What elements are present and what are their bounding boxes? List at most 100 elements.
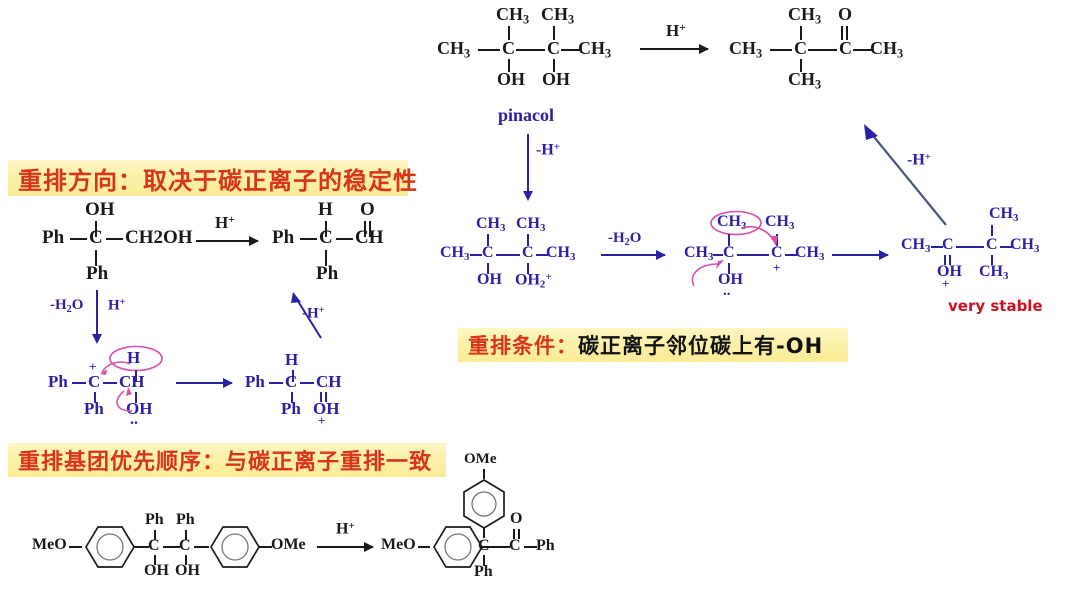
- banner-3-text-tail: 与碳正离子重排一致: [225, 450, 433, 475]
- bond-left-product-r: [336, 238, 353, 240]
- banner-rearrangement-priority: 重排基团优先顺序：与碳正离子重排一致: [8, 443, 446, 477]
- left-reactant-right-group: CH2OH: [125, 228, 193, 247]
- bond-int1-l: [72, 382, 86, 384]
- m3-center-right-c: C: [986, 236, 998, 253]
- bond-int2-co-b: [325, 392, 327, 402]
- bond-m1-r: [536, 254, 548, 256]
- bond-int1-r: [103, 382, 117, 384]
- bond-m3-l: [931, 246, 943, 248]
- banner-3-text: 重排基团优先顺序：: [18, 450, 226, 475]
- pink-arrow-h-shift-icon: [100, 361, 131, 375]
- banner-rearrangement-direction: 重排方向：取决于碳正离子的稳定性: [8, 160, 417, 196]
- bottom-product-meo: MeO: [381, 536, 416, 553]
- bond-m2-cc: [737, 254, 769, 256]
- bottom-product-carbonyl: C: [509, 537, 521, 554]
- bottom-reactant-bottom-left-oh: OH: [144, 562, 169, 579]
- left-product-center: C: [319, 227, 333, 248]
- left-reactant-left-group: Ph: [42, 227, 65, 248]
- bond-m3-cc: [956, 246, 984, 248]
- left-product-top-h: H: [318, 199, 333, 220]
- intermediate1-center-left: C: [88, 372, 101, 391]
- intermediate1-circled-h: H: [127, 348, 141, 367]
- mechanism-up-arrow: [864, 124, 947, 226]
- m3-oh-charge: +: [942, 276, 950, 291]
- intermediate1-bottom-left: Ph: [84, 399, 104, 418]
- bond-left-product-l: [300, 238, 317, 240]
- left-product-left-group: Ph: [272, 227, 295, 248]
- bond-pcl-bl: [800, 59, 802, 72]
- pinacol-bottom-right-oh: OH: [542, 69, 571, 89]
- bond-left-reactant-down: [95, 250, 97, 266]
- bond-pin-l: [478, 49, 500, 51]
- bond-int2-ph: [291, 392, 293, 403]
- m2-bottom-oh: OH: [718, 271, 743, 288]
- m2-center-left-c: C: [723, 244, 735, 261]
- bottom-reactant-ome: OMe: [271, 536, 306, 553]
- pinacolone-right-ch3: CH3: [870, 38, 904, 61]
- m1-bottom-left-oh: OH: [477, 271, 502, 288]
- pinacol-name-label: pinacol: [498, 105, 555, 125]
- m3-bottom-ch3: CH3: [979, 263, 1009, 283]
- bond-m2-tl: [728, 234, 730, 246]
- bond-int1-h: [135, 370, 137, 382]
- bottom-product-bottom-ph: Ph: [474, 563, 493, 580]
- bond-bp-c-ph: [524, 546, 537, 548]
- pinacol-reaction-arrow: [640, 44, 709, 54]
- left-product-right-group: CH: [355, 227, 384, 248]
- intermediate2-bottom-right: OH: [313, 399, 340, 418]
- banner-1-text-tail: 取决于碳正离子的稳定性: [143, 166, 418, 195]
- bond-pin-br: [553, 59, 555, 72]
- benzene-ring-product-top-icon: [463, 479, 505, 529]
- intermediate1-plus-charge: +: [89, 359, 97, 374]
- intermediate2-center-left: C: [285, 372, 298, 391]
- bottom-product-ome: OMe: [464, 451, 497, 467]
- bond-bottom-meo: [69, 546, 82, 548]
- bond-m3-bottom: [991, 255, 993, 265]
- bond-bottom-ring1-c: [134, 546, 149, 548]
- bond-m1-tr: [527, 234, 529, 246]
- bottom-reaction-arrow: [317, 542, 374, 552]
- pinacolone-top-ch3: CH3: [788, 4, 822, 27]
- pinacolone-center-left-c: C: [794, 38, 807, 58]
- bottom-product-right-ph: Ph: [536, 537, 555, 554]
- m1-top-left-ch3: CH3: [476, 215, 506, 235]
- bottom-reactant-meo: MeO: [32, 536, 67, 553]
- bond-bottom-ome: [259, 546, 272, 548]
- bond-left-reactant-l: [70, 238, 87, 240]
- m2-arrow: [832, 250, 889, 260]
- left-down-arrow-label-proton: H+: [108, 297, 126, 314]
- bond-left-product-co-b: [369, 221, 371, 237]
- bond-pcl-cc: [808, 49, 837, 51]
- bond-left-reactant-up: [95, 221, 97, 237]
- m3-caption: very stable: [948, 297, 1043, 315]
- intermediate1-lone-pair: ..: [130, 411, 138, 428]
- pinacol-top-left-ch3: CH3: [496, 4, 530, 27]
- pinacol-down-arrow-label: -H+: [536, 141, 560, 159]
- bond-pcl-l: [770, 49, 792, 51]
- benzene-ring-left-icon: [85, 526, 135, 568]
- pink-arrow-methyl-shift-icon: [741, 225, 778, 246]
- bond-int2-l: [269, 382, 283, 384]
- pinacol-center-left-c: C: [502, 38, 515, 58]
- m3-top-ch3: CH3: [989, 205, 1019, 225]
- bond-bottom-c-ring2: [194, 546, 209, 548]
- m1-bottom-right-oh2: OH2+: [515, 271, 552, 291]
- bond-pcl-r: [853, 49, 872, 51]
- left-reactant-right-text: CH2OH: [125, 227, 193, 248]
- bond-m1-cc: [496, 254, 520, 256]
- intermediate2-center-right: CH: [316, 372, 342, 391]
- m2-migrating-ch3: CH3: [717, 213, 747, 233]
- intermediate2-left-group: Ph: [245, 372, 265, 391]
- bond-pin-bl: [508, 59, 510, 72]
- bond-bottom-cc: [163, 546, 180, 548]
- bond-bottom-ph1: [154, 530, 156, 540]
- m3-left-ch3: CH3: [901, 236, 931, 256]
- m3-bottom-oh: OH: [937, 263, 962, 280]
- bond-pin-tr: [553, 26, 555, 40]
- pinacolone-top-o: O: [838, 4, 853, 24]
- pinacolone-center-right-c: C: [839, 38, 852, 58]
- bond-pcl-co-a: [841, 26, 843, 40]
- bond-int1-ph: [94, 392, 96, 403]
- left-reactant-top-oh: OH: [85, 199, 115, 220]
- bond-bp-ome: [483, 469, 485, 479]
